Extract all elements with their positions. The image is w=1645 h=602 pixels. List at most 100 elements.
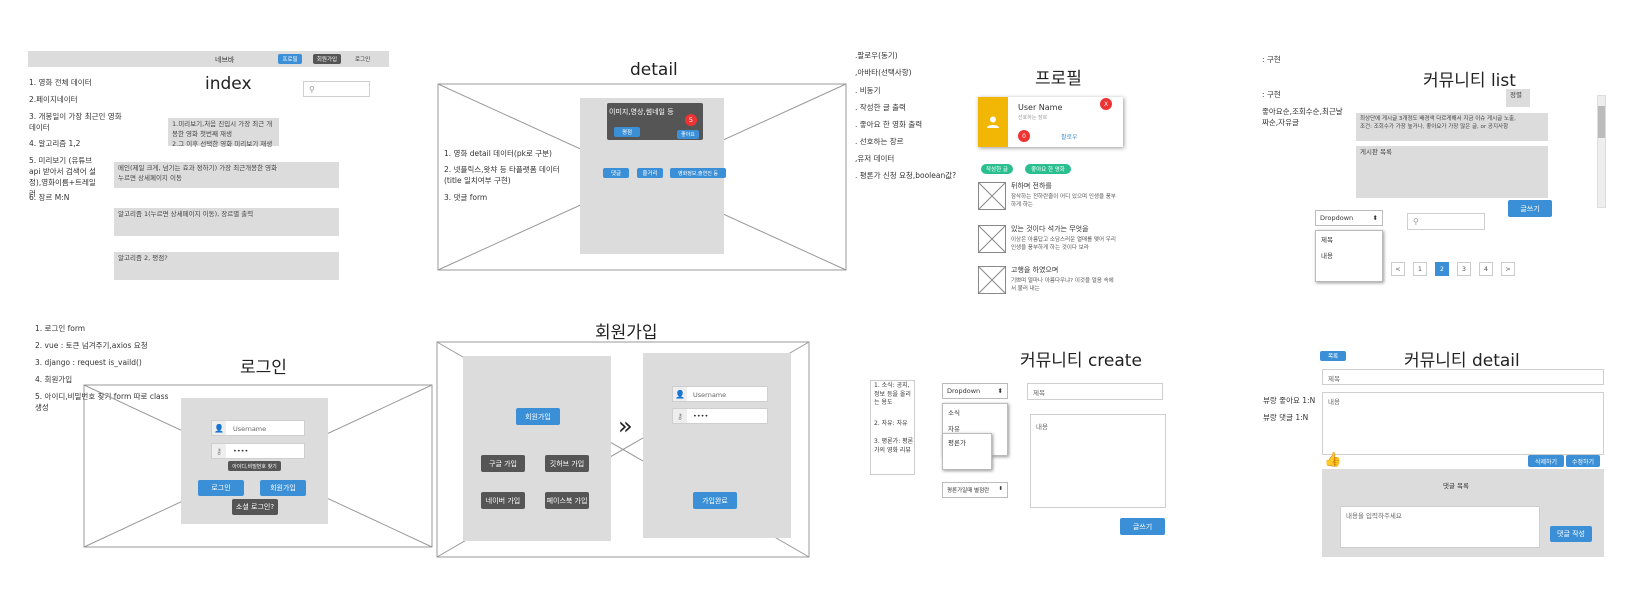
- thumbs-up-icon[interactable]: 👍: [1324, 452, 1342, 468]
- username-placeholder: Username: [693, 391, 727, 399]
- page-title: index: [205, 74, 252, 94]
- preferred-genre: 선호하는 장르: [1018, 115, 1048, 121]
- page-title: 프로필: [1035, 69, 1082, 89]
- algorithm1-box[interactable]: 알고리즘 1(누르면 상세페이지 이동), 장르별 출력: [114, 208, 339, 236]
- media-label: 이미지,영상,썸네일 등: [609, 108, 674, 116]
- page-title: 커뮤니티 create: [1020, 351, 1142, 371]
- content-field[interactable]: 내용: [1322, 392, 1604, 455]
- scrollbar[interactable]: [1597, 95, 1606, 208]
- username-field[interactable]: [672, 386, 768, 402]
- page-2[interactable]: 2: [1435, 262, 1449, 276]
- index-note: 3. 개봉일이 가장 최근인 영화 데이터: [29, 112, 122, 132]
- board-list-box: 게시판 목록: [1356, 146, 1548, 198]
- detail-note: 1. 영화 detail 데이터(pk로 구분): [444, 149, 552, 158]
- post-title[interactable]: 뒤하며 전하를: [1011, 182, 1052, 190]
- cdetail-note: 뷰랑 좋아요 1:N: [1263, 396, 1316, 405]
- follow-link[interactable]: 팔로우: [1061, 134, 1078, 141]
- comment-input[interactable]: 내용을 입력하주세요: [1340, 506, 1540, 548]
- page-4[interactable]: 4: [1479, 262, 1493, 276]
- profile-note: ,아바타(선택사항): [855, 68, 912, 77]
- write-button[interactable]: 글쓰기: [1508, 200, 1552, 217]
- post-title[interactable]: 있는 것이다 석가는 무엇을: [1011, 225, 1089, 233]
- like-button[interactable]: 좋아요: [677, 130, 699, 139]
- profile-note: . 비동기: [855, 86, 881, 95]
- profile-note: . 선호하는 장르: [855, 137, 904, 146]
- option-title[interactable]: 제목: [1321, 236, 1333, 244]
- social-login-button[interactable]: 소셜 로그인?: [232, 499, 278, 515]
- search-input[interactable]: ⚲: [1407, 213, 1485, 230]
- login-note: 1. 로그인 form: [35, 324, 86, 333]
- login-note: 2. vue : 토큰 넘겨주기,axios 요청: [35, 341, 148, 350]
- post-desc: 이상은 아름답고 소담스러운 열매를 맺어 우리 인생을 풍부하게 하는 것이다…: [1011, 237, 1116, 251]
- post-desc: 잠삭하는 전하란줄이 어디 있으며 인생을 풍부하게 하는: [1011, 194, 1116, 208]
- profile-note: .팔로우(동기): [855, 51, 898, 60]
- dropdown-label: 평론가일때 별점란: [947, 488, 990, 494]
- avatar: [978, 97, 1008, 147]
- signup-button[interactable]: 회원가입: [260, 480, 306, 496]
- facebook-signup-button[interactable]: 페이스북 가입: [545, 492, 589, 509]
- search-icon: ⚲: [1413, 217, 1419, 226]
- signup-button[interactable]: 회원가입: [516, 408, 560, 425]
- login-button[interactable]: 로그인: [198, 480, 244, 496]
- sort-dropdown[interactable]: Dropdown⬍: [1315, 210, 1383, 226]
- sort-label[interactable]: 정렬: [1506, 89, 1530, 107]
- comment-submit-button[interactable]: 댓글 작성: [1550, 526, 1592, 542]
- signup-nav-button[interactable]: 회원가입: [313, 54, 341, 64]
- login-nav-link[interactable]: 로그인: [355, 57, 371, 63]
- profile-nav-button[interactable]: 프로필: [278, 54, 302, 64]
- edit-button[interactable]: 수정하기: [1566, 455, 1600, 467]
- option-content[interactable]: 내용: [1321, 252, 1333, 260]
- page-1[interactable]: 1: [1413, 262, 1427, 276]
- tab-plot[interactable]: 줄거리: [637, 168, 663, 178]
- title-field[interactable]: 제목: [1322, 369, 1604, 385]
- username: User Name: [1018, 103, 1063, 112]
- naver-signup-button[interactable]: 네이버 가입: [481, 492, 525, 509]
- option-free[interactable]: 자유: [948, 425, 960, 433]
- tab-comments[interactable]: 댓글: [603, 168, 629, 178]
- profile-note: ,유저 데이터: [855, 154, 895, 163]
- page-next[interactable]: >: [1501, 262, 1515, 276]
- password-field[interactable]: [672, 408, 768, 424]
- page-prev[interactable]: <: [1391, 262, 1405, 276]
- password-value: ••••: [233, 447, 249, 455]
- rating-dropdown[interactable]: 평론가일때 별점란⬍: [942, 482, 1008, 498]
- github-signup-button[interactable]: 깃허브 가입: [545, 455, 589, 472]
- close-badge[interactable]: X: [1100, 98, 1112, 110]
- index-note: 4. 알고리즘 1,2: [29, 139, 81, 148]
- clist-note: 좋아요순,조회수순,최근날짜순,자유글: [1262, 107, 1343, 127]
- list-tag-button[interactable]: 목록: [1320, 351, 1346, 361]
- next-arrow-icon: »: [618, 412, 633, 440]
- navbar-label: 네브바: [215, 56, 235, 64]
- submit-button[interactable]: 글쓰기: [1120, 518, 1165, 535]
- tab-my-posts[interactable]: 작성한 글: [981, 164, 1013, 174]
- post-desc: 기쁘며 얼마나 아름다우냐? 이것을 얼음 속에서 불러 내는: [1011, 278, 1114, 292]
- tab-liked-movies[interactable]: 좋아요 한 영화: [1025, 164, 1071, 174]
- username-field[interactable]: [211, 420, 305, 436]
- main-movie-box[interactable]: 메인(제일 크게, 넘기는 효과 정하기) 가장 최근개봉한 영화 누르면 상세…: [114, 162, 339, 188]
- option-critic[interactable]: 평론가: [948, 439, 966, 447]
- page-3[interactable]: 3: [1457, 262, 1471, 276]
- rating-button[interactable]: 평점: [614, 127, 640, 137]
- user-icon: [987, 116, 999, 128]
- find-account-button[interactable]: 아이디,비밀번호 찾기: [228, 461, 281, 471]
- content-textarea[interactable]: 내용: [1030, 414, 1166, 508]
- algorithm2-box[interactable]: 알고리즘 2, 평점?: [114, 252, 339, 280]
- login-note: 3. django : request is_vaild(): [35, 358, 142, 367]
- sort-arrows-icon: ⬍: [997, 387, 1003, 395]
- ccreate-note: 1. 소식: 공지,정보 등을 올리는 용도: [874, 382, 911, 407]
- ccreate-note: 2. 자유: 자유: [874, 420, 908, 427]
- post-title[interactable]: 고행을 하였으며: [1011, 266, 1059, 274]
- option-news[interactable]: 소식: [948, 409, 960, 417]
- google-signup-button[interactable]: 구글 가입: [481, 455, 525, 472]
- profile-note: . 좋아요 한 영화 출력: [855, 120, 923, 129]
- category-dropdown[interactable]: Dropdown⬍: [942, 383, 1008, 399]
- tab-info[interactable]: 영화정보,출연진 등: [670, 168, 726, 178]
- signup-complete-button[interactable]: 가입완료: [693, 492, 737, 509]
- delete-button[interactable]: 삭제하기: [1528, 455, 1564, 467]
- password-field[interactable]: [211, 443, 305, 459]
- title-input[interactable]: 제목: [1027, 383, 1163, 400]
- signup-panel-right: [643, 353, 791, 538]
- search-input[interactable]: ⚲: [303, 81, 370, 97]
- detail-note: 2. 넷플릭스,왓챠 등 타플랫폼 데이터(title 일치여부 구현): [444, 165, 560, 185]
- post-thumbnail: [978, 225, 1006, 253]
